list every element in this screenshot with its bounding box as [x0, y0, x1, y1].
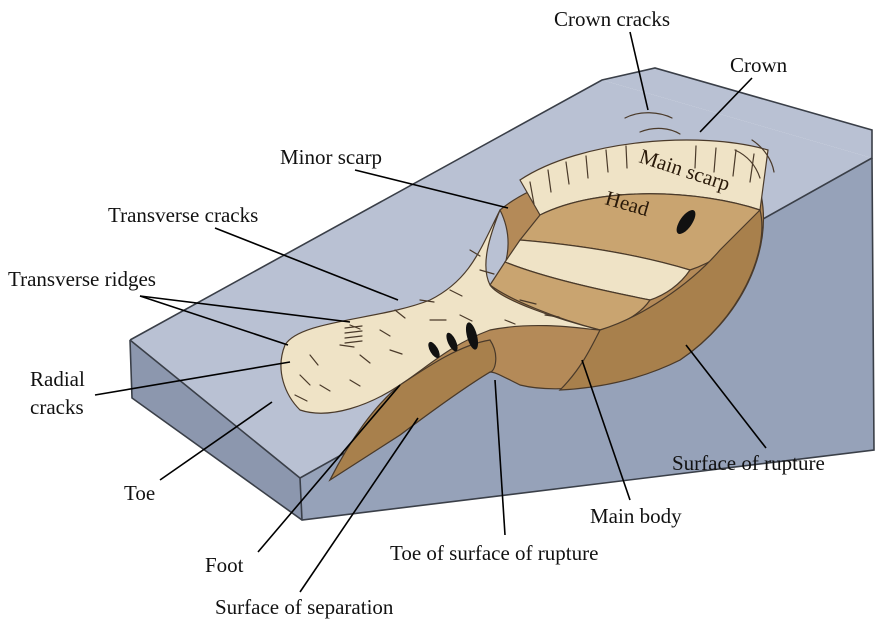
label-main-body: Main body: [590, 504, 682, 528]
transverse-ridge-marks: [344, 325, 363, 344]
label-toe-of-surface-of-rupture: Toe of surface of rupture: [390, 541, 598, 565]
label-transverse-cracks: Transverse cracks: [108, 203, 258, 227]
label-crown: Crown: [730, 53, 788, 77]
label-radial-cracks-line2: cracks: [30, 395, 84, 419]
rupture-rim-right: [558, 208, 763, 391]
flow-cracks: [294, 249, 560, 402]
label-crown-cracks: Crown cracks: [554, 7, 670, 31]
label-foot: Foot: [205, 553, 244, 577]
label-radial-cracks-line1: Radial: [30, 367, 85, 391]
crown-crack-marks: [624, 112, 775, 179]
block-left-face: [130, 340, 302, 520]
label-surface-of-rupture: Surface of rupture: [672, 451, 825, 475]
block-edges: [129, 67, 875, 521]
leader-lines: [94, 31, 767, 593]
scarp-ticks: [529, 145, 755, 205]
label-surface-of-separation: Surface of separation: [215, 595, 394, 619]
dark-block-marks: [428, 210, 696, 359]
label-minor-scarp: Minor scarp: [280, 145, 382, 169]
label-transverse-ridges: Transverse ridges: [8, 267, 156, 291]
label-toe: Toe: [124, 481, 155, 505]
block-top-flat: [602, 68, 872, 158]
